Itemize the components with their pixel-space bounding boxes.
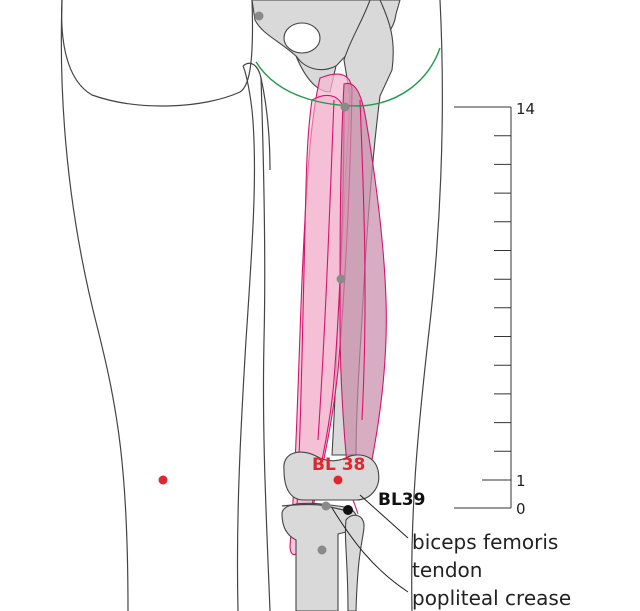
bl38-label: BL 38	[312, 455, 365, 475]
reference-point-gluteal-fold	[340, 102, 350, 112]
bl39-point	[343, 505, 353, 515]
body-outline	[60, 0, 443, 611]
knee-bones	[281, 451, 380, 611]
muscle-fiber-line-2	[359, 99, 366, 421]
obturator-foramen	[283, 22, 321, 54]
measurement-scale	[454, 106, 512, 509]
biceps-femoris-muscle	[339, 82, 387, 497]
popliteal-crease-label: popliteal crease	[412, 586, 571, 610]
right-thigh-inner-outline	[260, 77, 271, 611]
fibula-head	[344, 514, 365, 611]
hamstring-muscles	[289, 73, 387, 556]
right-thigh-outer-outline	[411, 0, 443, 611]
scale-minor-ticks	[494, 135, 511, 452]
gluteal-fold-line	[255, 47, 441, 107]
biceps-femoris-label-line1: biceps femoris	[412, 530, 558, 554]
scale-label-14: 14	[516, 100, 535, 118]
bl38-point	[333, 475, 343, 485]
tibia-head	[281, 502, 358, 611]
popliteal-leader-line	[331, 507, 409, 593]
reference-point-lower-leg	[317, 545, 327, 555]
muscle-fiber-line-1	[317, 99, 335, 441]
reference-point-mid-thigh	[336, 274, 346, 284]
biceps-leader-line	[359, 494, 409, 539]
bl39-label: BL39	[378, 490, 425, 510]
femur-condyles	[283, 451, 380, 501]
reference-point-ischial	[254, 11, 264, 21]
left-buttock-outline	[61, 0, 254, 107]
scale-label-0: 0	[516, 500, 526, 518]
left-thigh-inner-outline	[236, 65, 256, 611]
left-leg-red-point	[158, 475, 168, 485]
reference-point-popliteal	[321, 501, 331, 511]
reference-points	[254, 11, 350, 555]
left-thigh-outer-outline	[60, 0, 129, 611]
scale-label-1: 1	[516, 472, 526, 490]
biceps-femoris-label-line2: tendon	[412, 558, 482, 582]
